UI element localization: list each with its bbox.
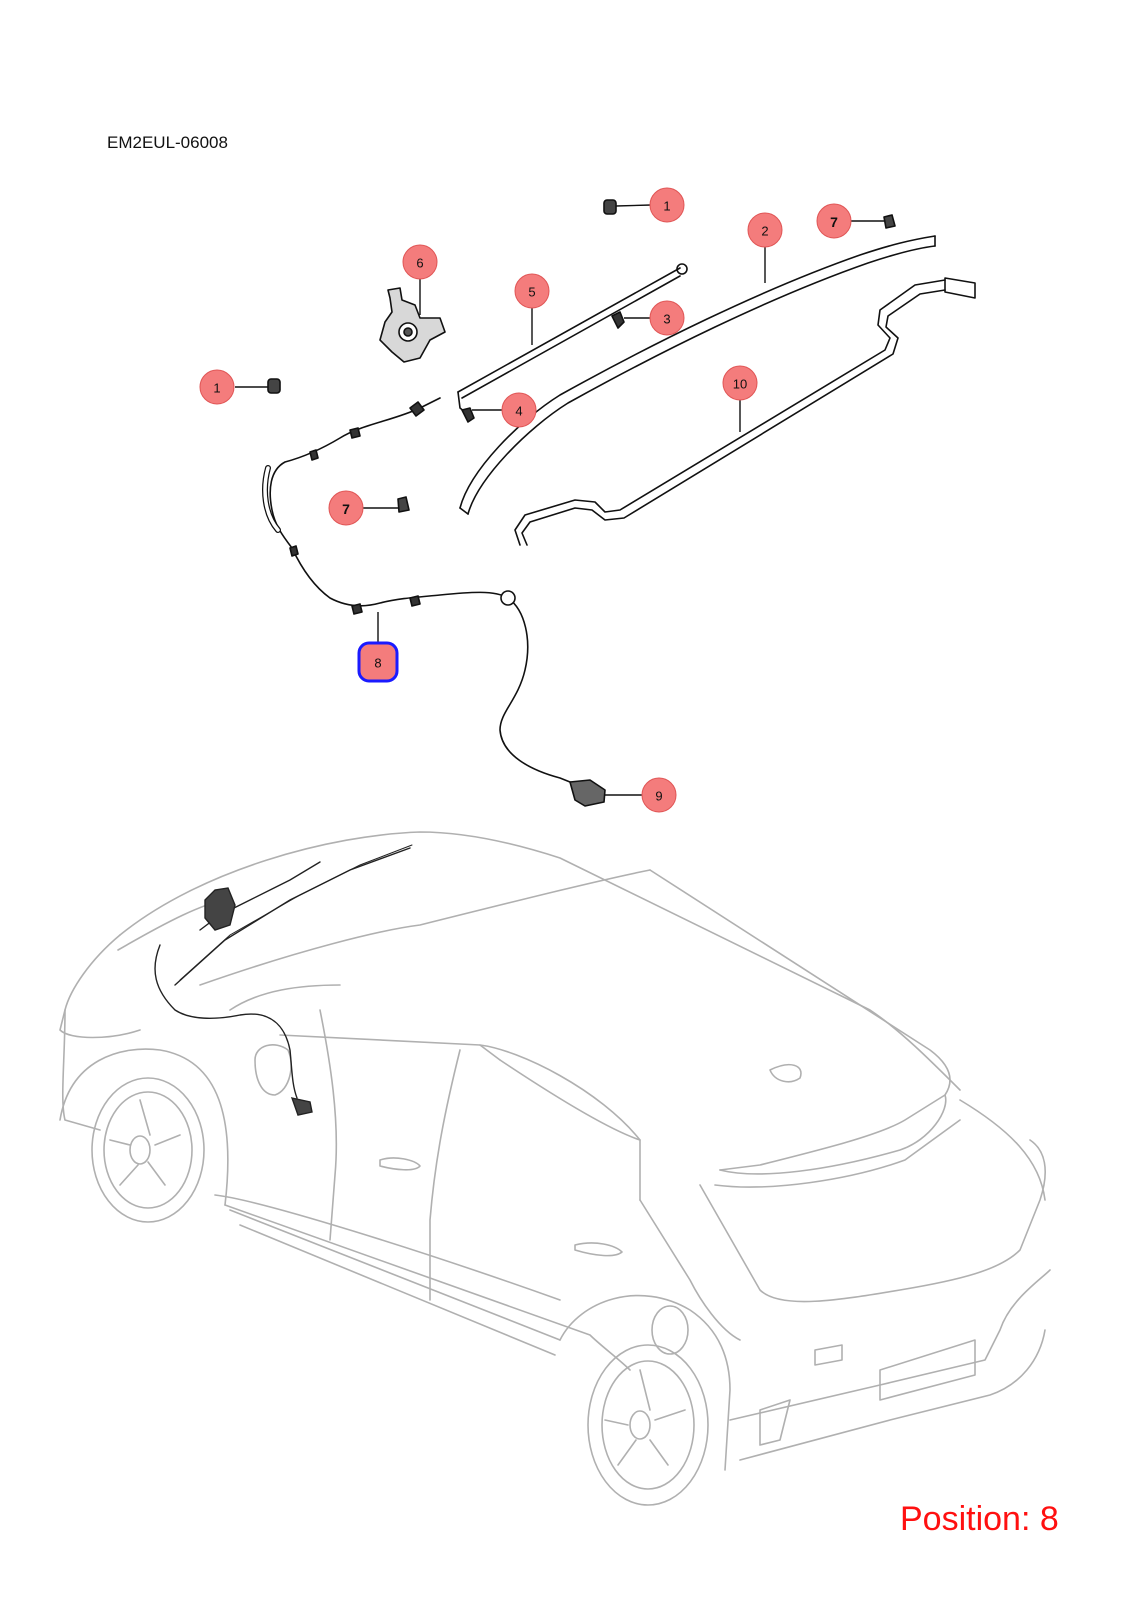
- callout-label: 7: [830, 214, 838, 230]
- callout-4[interactable]: 4: [501, 392, 537, 428]
- callout-circle: [747, 212, 783, 248]
- callout-label: 7: [342, 501, 350, 517]
- callout-10[interactable]: 10: [722, 365, 758, 401]
- parts-group: [262, 199, 976, 807]
- callout-circle: [501, 392, 537, 428]
- leader-lines: [235, 204, 884, 796]
- callout-circle: [649, 300, 685, 336]
- callout-6[interactable]: 6: [402, 244, 438, 280]
- callout-label: 1: [213, 381, 220, 396]
- diagram-code: EM2EUL-06008: [107, 133, 228, 152]
- callouts: 1 2 7 6 5 3 1 4 10 7 8 9: [199, 187, 852, 813]
- callout-label: 2: [761, 224, 768, 239]
- callout-2[interactable]: 2: [747, 212, 783, 248]
- position-label: Position: 8: [900, 1500, 1059, 1538]
- selected-callout-outline: [357, 641, 399, 683]
- callout-circle: [514, 273, 550, 309]
- callout-label: 8: [374, 656, 381, 671]
- callout-label: 10: [733, 377, 747, 392]
- car-cable-overlay: [154, 844, 413, 1116]
- callout-3[interactable]: 3: [649, 300, 685, 336]
- callout-label: 4: [515, 404, 522, 419]
- callout-circle: [402, 244, 438, 280]
- callout-8[interactable]: 8: [357, 641, 399, 683]
- callout-5[interactable]: 5: [514, 273, 550, 309]
- callout-1a[interactable]: 1: [649, 187, 685, 223]
- callout-label: 5: [528, 285, 535, 300]
- callout-circle: [641, 777, 677, 813]
- callout-1b[interactable]: 1: [199, 369, 235, 405]
- callout-7a[interactable]: 7: [816, 203, 852, 239]
- callout-label: 9: [655, 789, 662, 804]
- callout-circle: [199, 369, 235, 405]
- callout-circle: [649, 187, 685, 223]
- callout-circle: [328, 490, 364, 526]
- car-outline: [59, 831, 1051, 1506]
- callout-7b[interactable]: 7: [328, 490, 364, 526]
- callout-label: 1: [663, 199, 670, 214]
- callout-label: 3: [663, 312, 670, 327]
- callout-circle: [722, 365, 758, 401]
- callout-circle: [816, 203, 852, 239]
- callout-9[interactable]: 9: [641, 777, 677, 813]
- callout-label: 6: [416, 256, 423, 271]
